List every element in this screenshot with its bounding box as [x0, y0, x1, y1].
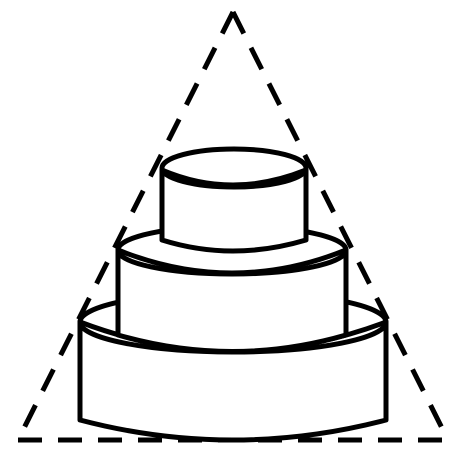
cylinder-top-top-face: [162, 149, 306, 187]
cylinder-top: [162, 149, 306, 251]
